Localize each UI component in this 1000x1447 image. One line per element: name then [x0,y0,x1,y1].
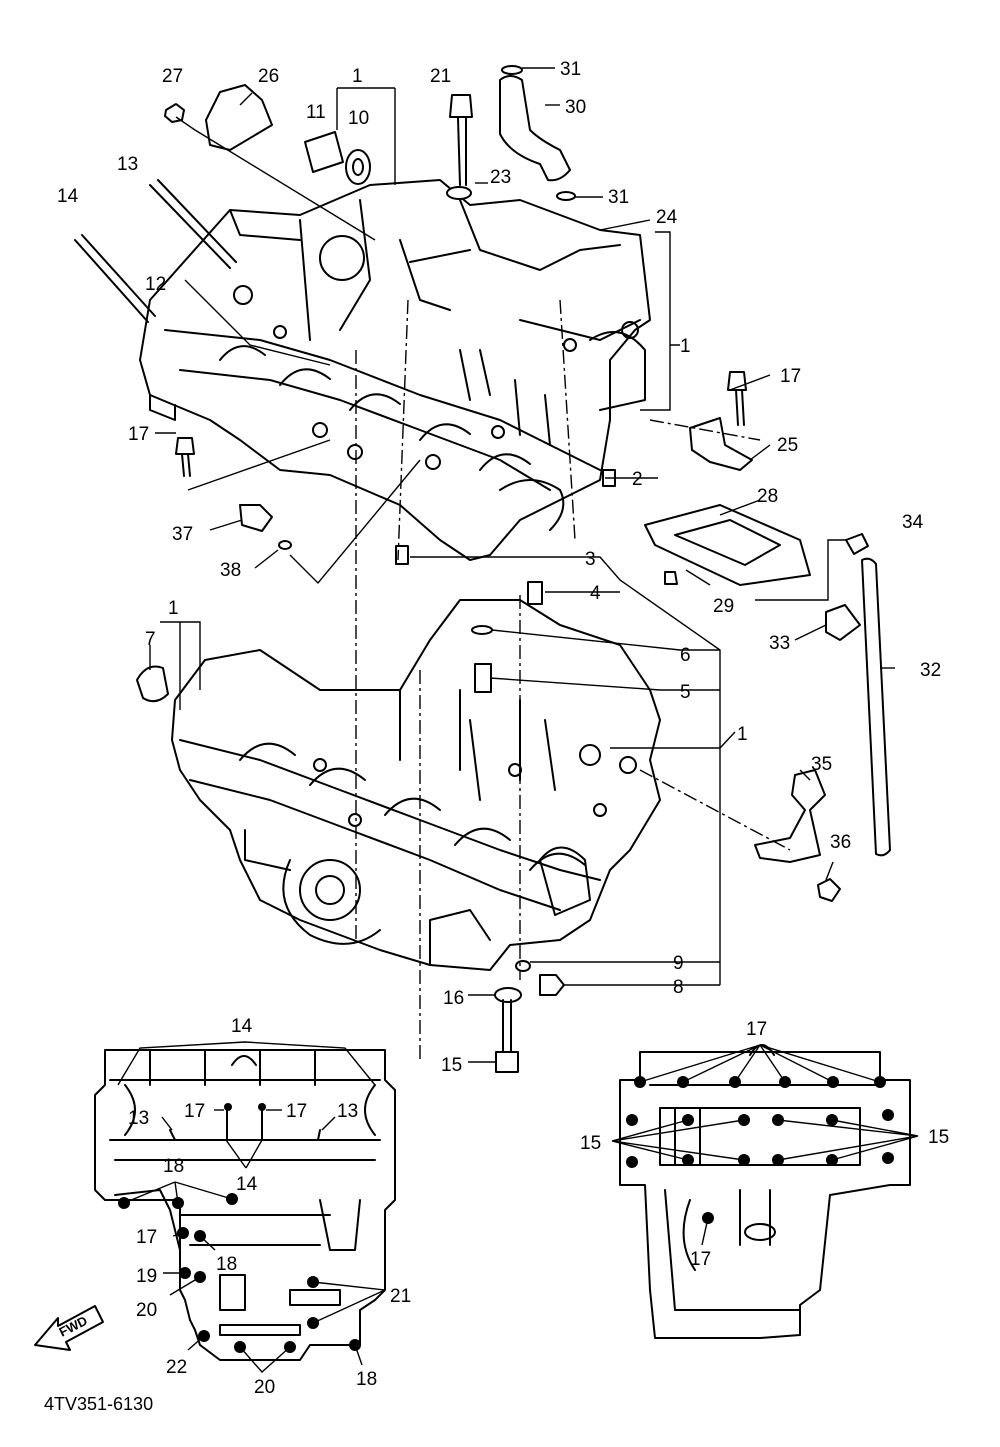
inset-left-17-b: 17 [286,1101,307,1122]
leader-lines [149,67,895,1063]
callout-25: 25 [777,435,798,456]
callout-1-right: 1 [680,336,691,357]
callout-2: 2 [632,469,643,490]
inset-right-17-bottom: 17 [690,1249,711,1270]
callout-38: 38 [220,560,241,581]
callout-27: 27 [162,66,183,87]
inset-right-15-left: 15 [580,1133,601,1154]
callout-28: 28 [757,486,778,507]
callout-17-right: 17 [780,366,801,387]
callout-1-top: 1 [352,66,363,87]
callout-10: 10 [348,108,369,129]
callout-17-left: 17 [128,424,149,445]
callout-4: 4 [590,583,601,604]
callout-11: 11 [306,102,326,123]
callout-7: 7 [145,629,156,650]
callout-14: 14 [57,186,79,207]
callout-8: 8 [673,977,684,998]
inset-left-13-b: 13 [337,1101,358,1122]
inset-left-18-b: 18 [216,1254,237,1275]
lower-crankcase [171,599,661,971]
inset-left-20-b: 20 [254,1377,275,1398]
fwd-arrow: FWD [34,1305,104,1351]
inset-left-bolt-pattern: FWD [34,1041,396,1373]
callout-37: 37 [172,524,193,545]
inset-right-15-right: 15 [928,1127,949,1148]
callout-3: 3 [585,549,596,570]
callout-31-top: 31 [560,59,581,80]
callout-34: 34 [902,512,924,533]
callout-32: 32 [920,660,941,681]
callout-13: 13 [117,154,138,175]
inset-left-13-a: 13 [128,1108,149,1129]
inset-left-20-a: 20 [136,1300,157,1321]
callout-9: 9 [673,953,684,974]
callout-29: 29 [713,596,734,617]
inset-left-18-c: 18 [356,1369,377,1390]
inset-left-18-a: 18 [163,1156,184,1177]
inset-left-14-top: 14 [231,1016,253,1037]
inset-right-17-top: 17 [746,1019,767,1040]
callout-12: 12 [145,274,166,295]
callout-33: 33 [769,633,790,654]
callout-23: 23 [490,167,511,188]
inset-left-17-c: 17 [136,1227,157,1248]
callout-35: 35 [811,754,832,775]
callout-1-low: 1 [737,724,748,745]
small-parts [74,65,891,1073]
callout-6: 6 [680,645,691,666]
upper-crankcase [139,179,651,561]
inset-left-14-b: 14 [236,1174,258,1195]
callout-24: 24 [656,207,678,228]
inset-right-bolt-pattern [611,1044,919,1339]
callout-21: 21 [430,66,451,87]
inset-left-22: 22 [166,1357,187,1378]
inset-left-19: 19 [136,1266,157,1287]
inset-left-21: 21 [390,1286,411,1307]
callout-labels: 1 27 26 11 10 21 31 30 23 31 13 14 24 12… [44,59,949,1414]
callout-30: 30 [565,97,586,118]
figure-code: 4TV351-6130 [44,1394,153,1414]
callout-26: 26 [258,66,279,87]
callout-1-mid: 1 [168,598,179,619]
callout-16: 16 [443,988,464,1009]
callout-36: 36 [830,832,851,853]
inset-left-17-a: 17 [184,1101,205,1122]
callout-5: 5 [680,682,691,703]
callout-31-mid: 31 [608,187,629,208]
callout-15-bolt: 15 [441,1055,462,1076]
